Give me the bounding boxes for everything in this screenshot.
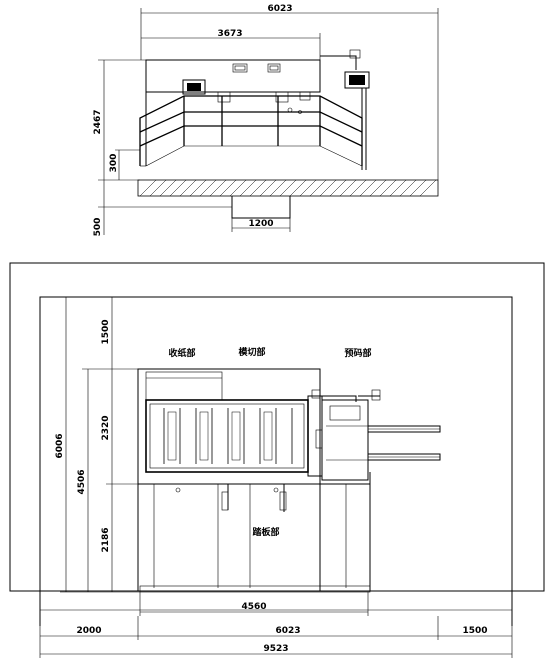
- dim-plan-machine-depth: 4506: [77, 469, 87, 494]
- dim-plan-right-clearance: 1500: [462, 626, 487, 636]
- label-die-cut-section: 模切部: [238, 346, 265, 358]
- dim-elevation-pit-width: 1200: [248, 219, 273, 229]
- dim-elevation-height: 2467: [93, 109, 103, 134]
- dim-elevation-pit-depth: 500: [93, 218, 103, 237]
- label-delivery-section: 收纸部: [168, 347, 195, 359]
- label-feeder-section: 预码部: [344, 347, 371, 359]
- dim-plan-lower-section: 2186: [101, 527, 111, 552]
- dim-plan-top-clearance: 1500: [101, 319, 111, 344]
- dim-plan-inner-length: 4560: [241, 602, 266, 612]
- label-pedal-section: 踏板部: [252, 526, 279, 538]
- dim-plan-total-depth: 6006: [55, 433, 65, 458]
- dim-plan-overall-length: 6023: [275, 626, 300, 636]
- front-elevation: 6023 3673 2467 300 500: [93, 4, 439, 237]
- dim-elevation-overall-width: 6023: [267, 4, 292, 14]
- dim-elevation-platform: 300: [109, 154, 119, 173]
- dim-elevation-machine-width: 3673: [217, 29, 242, 39]
- dim-plan-upper-section: 2320: [101, 415, 111, 440]
- dim-plan-left-clearance: 2000: [76, 626, 101, 636]
- plan-view: 6006 4506 1500 2320 2186 收纸部 模切部 预码部 踏板部: [9, 262, 545, 658]
- dim-plan-total-length: 9523: [263, 644, 288, 654]
